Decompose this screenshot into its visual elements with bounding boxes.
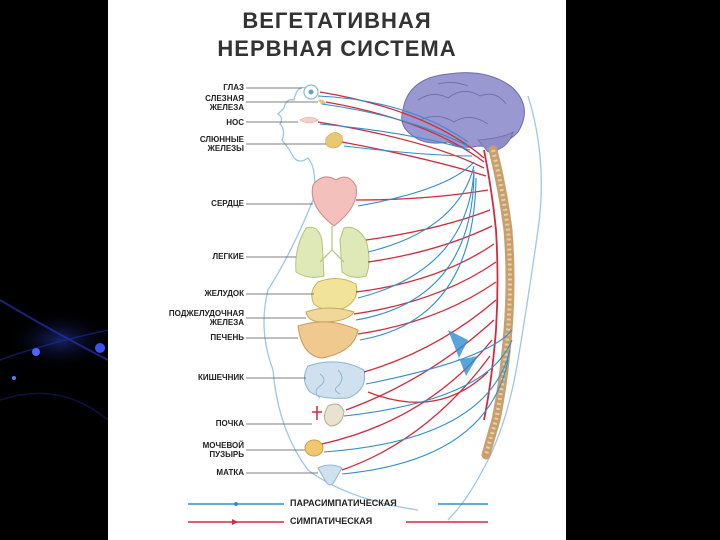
- lacrimal-gland: [318, 99, 326, 105]
- bladder: [304, 439, 324, 457]
- legend-parasympathetic-label: ПАРАСИМПАТИЧЕСКАЯ: [290, 498, 397, 508]
- label-salivary-glands: СЛЮННЫЕ ЖЕЛЕЗЫ: [199, 135, 244, 153]
- intestine: [304, 361, 366, 399]
- heart: [311, 176, 358, 227]
- nose-cavity: [299, 116, 319, 124]
- label-liver: ПЕЧЕНЬ: [210, 333, 244, 342]
- title-line-1: ВЕГЕТАТИВНАЯ: [242, 8, 432, 33]
- left-lung: [295, 226, 325, 278]
- salivary-glands: [325, 132, 343, 149]
- body-outline: [263, 86, 419, 511]
- decoration-dot: [12, 376, 16, 380]
- spinal-cord: [484, 149, 512, 456]
- label-eye: ГЛАЗ: [223, 83, 244, 92]
- decoration-dot: [95, 343, 105, 353]
- back-outline: [447, 95, 542, 521]
- background-decoration: [0, 0, 108, 540]
- decoration-dot: [32, 348, 40, 356]
- label-leaders: [246, 87, 326, 474]
- label-intestine: КИШЕЧНИК: [197, 373, 244, 382]
- label-uterus: МАТКА: [216, 468, 244, 477]
- ganglion-plexus: [448, 330, 478, 376]
- label-lacrimal-gland: СЛЕЗНАЯ ЖЕЛЕЗА: [205, 94, 244, 112]
- label-kidney: ПОЧКА: [215, 419, 244, 428]
- right-black-bar: [566, 0, 720, 540]
- brain-folds: [417, 81, 507, 125]
- kidney: [324, 403, 345, 427]
- title-line-2: НЕРВНАЯ СИСТЕМА: [217, 36, 457, 61]
- label-heart: СЕРДЦЕ: [211, 199, 244, 208]
- right-lung: [339, 226, 370, 278]
- pancreas: [305, 307, 355, 323]
- sympathetic-trunk: [483, 149, 499, 421]
- stomach: [311, 278, 358, 311]
- uterus: [317, 464, 343, 486]
- parasympathetic-nerves: [317, 95, 513, 475]
- label-nose: НОС: [226, 118, 244, 127]
- legend: [188, 502, 488, 525]
- slide: ВЕГЕТАТИВНАЯ НЕРВНАЯ СИСТЕМА: [108, 0, 566, 540]
- label-stomach: ЖЕЛУДОК: [204, 289, 244, 298]
- label-pancreas: ПОДЖЕЛУДОЧНАЯ ЖЕЛЕЗА: [168, 309, 244, 327]
- legend-sympathetic-label: СИМПАТИЧЕСКАЯ: [290, 516, 373, 526]
- label-bladder: МОЧЕВОЙ ПУЗЫРЬ: [202, 441, 244, 459]
- label-lungs: ЛЕГКИЕ: [212, 252, 244, 261]
- liver: [297, 321, 359, 359]
- nervous-system-illustration: [188, 72, 542, 525]
